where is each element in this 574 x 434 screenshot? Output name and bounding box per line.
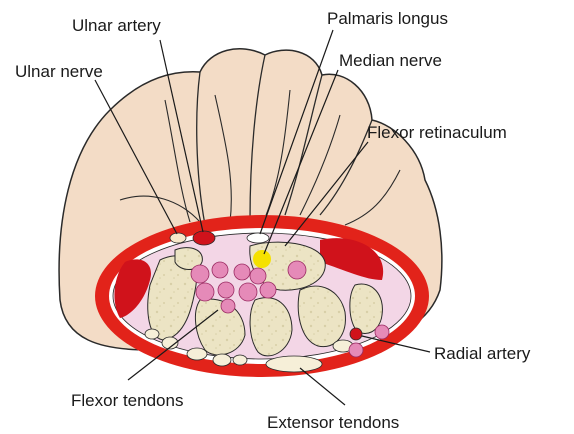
radial-artery (350, 328, 362, 340)
label-ulnar-artery: Ulnar artery (72, 16, 161, 35)
wrist-cross-section (95, 215, 429, 377)
flexor-tendon (288, 261, 306, 279)
flexor-tendon (234, 264, 250, 280)
ulnar-artery (193, 231, 215, 245)
flexor-tendon (221, 299, 235, 313)
flexor-tendon (196, 283, 214, 301)
extensor-tendon-5 (233, 355, 247, 365)
flexor-tendon (191, 265, 209, 283)
flexor-tendon (375, 325, 389, 339)
ulnar-nerve (170, 233, 186, 243)
extensor-tendon-6 (266, 356, 322, 372)
label-radial-artery: Radial artery (434, 344, 531, 363)
flexor-tendon (260, 282, 276, 298)
median-nerve (253, 250, 271, 268)
flexor-tendon (349, 343, 363, 357)
extensor-tendon-1 (145, 329, 159, 339)
label-ulnar-nerve: Ulnar nerve (15, 62, 103, 81)
label-extensor-tendons: Extensor tendons (267, 413, 399, 432)
flexor-tendon (212, 262, 228, 278)
extensor-tendon-3 (187, 348, 207, 360)
label-median-nerve: Median nerve (339, 51, 442, 70)
label-flexor-retinaculum: Flexor retinaculum (367, 123, 507, 142)
extensor-tendon-4 (213, 354, 231, 366)
palmaris-longus-tendon (247, 233, 269, 243)
label-palmaris-longus: Palmaris longus (327, 9, 448, 28)
flexor-tendon (239, 283, 257, 301)
leader-extensor-tendons (300, 368, 345, 405)
flexor-tendon (250, 268, 266, 284)
label-flexor-tendons: Flexor tendons (71, 391, 183, 410)
flexor-tendon (218, 282, 234, 298)
